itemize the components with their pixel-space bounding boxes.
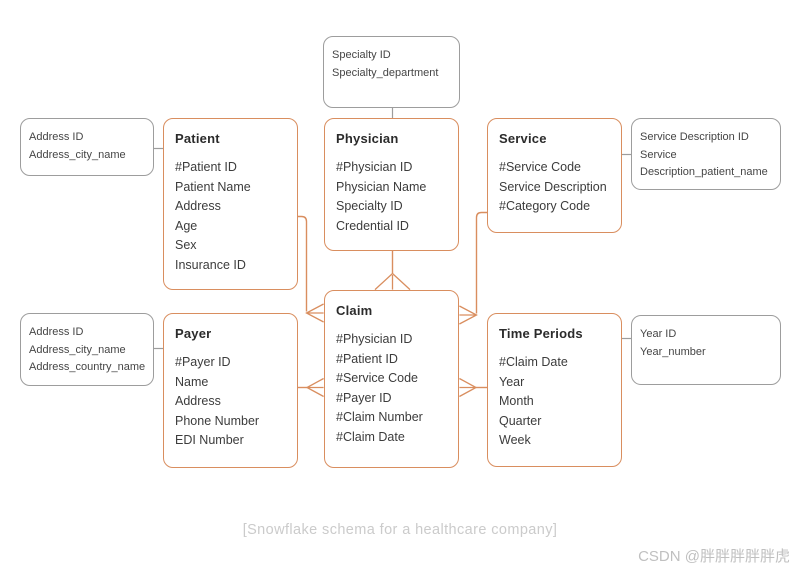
entity-box-time-periods: Time Periods #Claim Date Year Month Quar… — [487, 313, 622, 467]
lookup-box-address-payer: Address ID Address_city_name Address_cou… — [20, 313, 154, 386]
crowfoot-claim-top — [374, 272, 411, 291]
entity-field: Address — [175, 394, 221, 408]
entity-field: #Claim Number — [336, 410, 423, 424]
lookup-line: Address_city_name — [29, 148, 126, 161]
entity-title: Claim — [336, 303, 373, 318]
entity-field: Specialty ID — [336, 199, 403, 213]
entity-field: #Patient ID — [175, 160, 237, 174]
entity-field: #Patient ID — [336, 351, 398, 366]
lookup-box-address-patient: Address ID Address_city_name — [20, 118, 154, 176]
entity-field: Age — [175, 218, 198, 233]
entity-field: Year — [499, 374, 525, 389]
watermark: CSDN @胖胖胖胖胖虎 — [638, 548, 790, 565]
entity-field: #Physician ID — [336, 160, 413, 174]
connector-patient-claim — [298, 215, 308, 312]
entity-field: Sex — [175, 238, 197, 252]
lookup-line: Specialty_department — [332, 66, 439, 79]
entity-field: #Category Code — [499, 199, 591, 213]
entity-field: Month — [499, 394, 534, 408]
entity-field: Name — [175, 374, 209, 389]
lookup-box-year: Year ID Year_number — [631, 315, 781, 385]
entity-field: Week — [499, 433, 531, 447]
lookup-line: Address_country_name — [29, 361, 146, 373]
entity-field: Phone Number — [175, 413, 260, 428]
entity-field: #Claim Date — [336, 429, 405, 444]
entity-box-patient: Patient #Patient ID Patient Name Address… — [163, 118, 298, 290]
lookup-line: Service — [640, 148, 677, 161]
entity-field: #Physician ID — [336, 332, 413, 346]
entity-title: Time Periods — [499, 326, 583, 341]
lookup-line: Address ID — [29, 326, 84, 338]
lookup-line: Service Description ID — [640, 131, 749, 143]
entity-field: Service Description — [499, 179, 607, 194]
lookup-line: Address ID — [29, 131, 84, 143]
entity-field: #Payer ID — [175, 355, 231, 369]
lookup-line: Year ID — [640, 328, 677, 340]
lookup-box-service-description: Service Description ID Service Descripti… — [631, 118, 781, 190]
diagram-caption: [Snowflake schema for a healthcare compa… — [242, 522, 558, 538]
lookup-line: Description_patient_name — [640, 166, 768, 178]
entity-field: #Claim Date — [499, 355, 568, 369]
lookup-box-specialty: Specialty ID Specialty_department — [323, 36, 460, 108]
entity-field: Address — [175, 199, 221, 213]
crowfoot-claim-right-lower — [459, 377, 478, 398]
entity-title: Physician — [336, 131, 399, 146]
entity-field: Physician Name — [336, 179, 427, 194]
crowfoot-claim-left-lower — [305, 377, 324, 398]
entity-field: Insurance ID — [175, 257, 246, 272]
entity-title: Service — [499, 131, 547, 146]
entity-box-service: Service #Service Code Service Descriptio… — [487, 118, 622, 233]
entity-box-claim: Claim #Physician ID #Patient ID #Service… — [324, 290, 459, 468]
entity-field: #Payer ID — [336, 390, 392, 405]
entity-title: Payer — [175, 326, 212, 341]
lookup-line: Year_number — [640, 345, 706, 358]
entity-field: #Service Code — [499, 160, 581, 174]
lookup-line: Specialty ID — [332, 49, 391, 61]
entity-field: Credential ID — [336, 218, 409, 233]
entity-field: EDI Number — [175, 433, 244, 447]
crowfoot-claim-left-upper — [305, 303, 324, 323]
entity-field: #Service Code — [336, 371, 418, 385]
entity-box-payer: Payer #Payer ID Name Address Phone Numbe… — [163, 313, 298, 468]
connector-service-claim — [475, 211, 487, 314]
lookup-line: Address_city_name — [29, 343, 126, 356]
entity-field: Patient Name — [175, 179, 251, 194]
entity-box-physician: Physician #Physician ID Physician Name S… — [324, 118, 459, 251]
entity-title: Patient — [175, 131, 220, 146]
crowfoot-claim-right-upper — [459, 305, 478, 325]
entity-field: Quarter — [499, 413, 542, 428]
